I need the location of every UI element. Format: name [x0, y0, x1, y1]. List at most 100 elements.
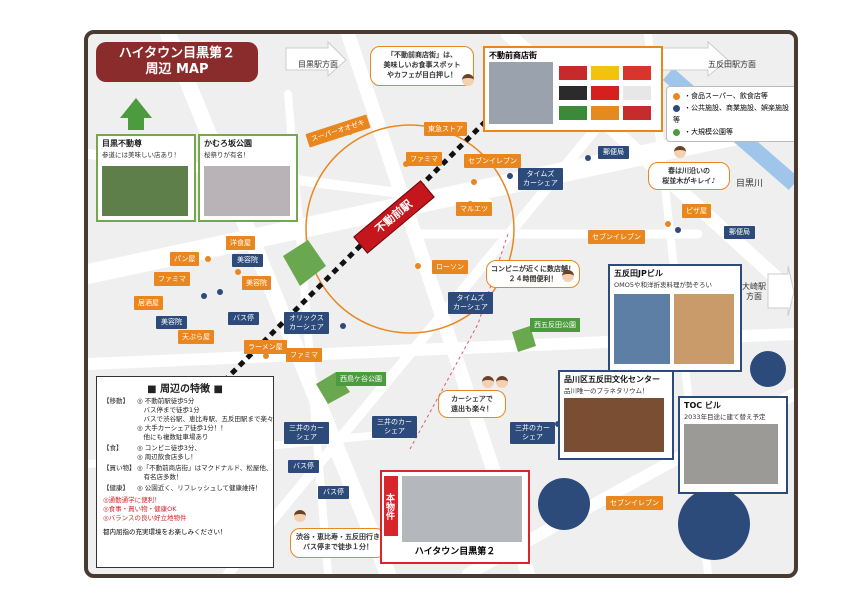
property-photo: [402, 476, 522, 542]
feature-row: 【健康】◎ 公園近く、リフレッシュして健康維持！: [103, 484, 273, 493]
property-name: ハイタウン目黒第２: [414, 547, 496, 557]
feature-row: 【食】 ◎ コンビニ徒歩3分、 ◎ 周辺飲食店多し！: [103, 444, 273, 462]
features-footer: 都内屈指の充実環境をお楽しみください！: [103, 528, 227, 536]
poi-label-facility: 美容院: [232, 254, 263, 267]
card-photo: [614, 294, 670, 364]
park-label: 西鳥ケ谷公園: [336, 372, 386, 386]
features-highlights: ◎通勤通学に便利！ ◎食事・買い物・健康OK ◎バランスの良い好立地物件: [103, 496, 187, 522]
shopping-street-bubble: 「不動前商店街」は、 美味しいお食事スポット やカフェが目白押し！: [370, 46, 474, 86]
shop-logo: [559, 106, 587, 120]
shop-logo: [559, 66, 587, 80]
feature-row: 【移動】 ◎ 不動前駅徒歩5分 バス停まで徒歩1分 バスで渋谷駅、恵比寿駅、五反田…: [103, 397, 274, 442]
poi-label-food: ファミマ: [154, 272, 190, 286]
card-sub: 品川唯一のプラネタリウム！: [564, 387, 649, 395]
title-line2: 周辺 MAP: [145, 62, 209, 77]
poi-label-food: ファミマ: [406, 152, 442, 166]
poi-label-carshare: 三井のカー シェア: [284, 422, 329, 444]
shop-logo: [623, 66, 651, 80]
poi-label-carshare: タイムズ カーシェア: [518, 168, 563, 190]
carshare-bubble: カーシェアで 遠出も楽々！: [438, 390, 506, 418]
feature-value: ◎「不動前商店街」はマクドナルド、松屋他、 有名店多数！: [137, 464, 273, 481]
legend-item: ・食品スーパー、飲食店等: [684, 92, 768, 100]
shop-logo: [623, 86, 651, 100]
poi-label-food: ローソン: [432, 260, 468, 274]
poi-label-carshare: 三井のカー シェア: [510, 422, 555, 444]
poi-label-bus-stop: バス停: [318, 486, 349, 499]
poi-label-post-office: 郵便局: [724, 226, 755, 239]
shop-logo: [559, 86, 587, 100]
bus-bubble: 渋谷・恵比寿・五反田行き バス停まで徒歩１分！: [290, 528, 386, 558]
poi-label-food: セブンイレブン: [464, 154, 521, 168]
card-photo: [564, 398, 664, 452]
legend-item: ・公共施設、商業施設、娯楽施設等: [673, 104, 789, 124]
card-photo: [204, 166, 290, 216]
poi-label-food: セブンイレブン: [606, 496, 663, 510]
direction-osaki: 大崎駅 方面: [742, 282, 766, 301]
map-frame: 不動前駅 ハイタウン目黒第２ 周辺 MAP 目黒駅方面 五反田駅方面 大崎駅 方…: [84, 30, 798, 578]
shopping-street-photo: [489, 62, 553, 124]
card-fudoson: 目黒不動尊 参道には美味しい店あり！: [96, 134, 196, 222]
poi-label-food: ラーメン屋: [244, 340, 287, 354]
card-photo: [684, 424, 778, 484]
person-icon: [462, 74, 474, 86]
poi-label-bus-stop: バス停: [228, 312, 259, 325]
feature-key: 【食】: [103, 444, 123, 452]
meguro-river-label: 目黒川: [736, 179, 764, 189]
shop-logo: [591, 66, 619, 80]
walking-radius-circle: [305, 124, 515, 334]
person-icon: [674, 146, 686, 158]
card-kamurozaka: かむろ坂公園 桜祭りが有名！: [198, 134, 298, 222]
feature-row: 【買い物】◎「不動前商店街」はマクドナルド、松屋他、 有名店多数！: [103, 464, 273, 482]
card-title: 五反田JPビル: [614, 269, 663, 278]
person-icon: [562, 270, 574, 282]
direction-meguro: 目黒駅方面: [298, 60, 338, 69]
feature-value: ◎ コンビニ徒歩3分、 ◎ 周辺飲食店多し！: [137, 444, 201, 461]
feature-key: 【移動】: [103, 397, 129, 405]
shop-logo: [591, 106, 619, 120]
poi-label-food: 東急ストア: [424, 122, 467, 136]
feature-value: ◎ 公園近く、リフレッシュして健康維持！: [137, 484, 262, 492]
features-heading: ■ 周辺の特徴 ■: [147, 384, 223, 395]
park-block: [512, 326, 536, 352]
map-title: ハイタウン目黒第２ 周辺 MAP: [96, 42, 258, 82]
person-icon: [482, 376, 494, 388]
poi-label-food: セブンイレブン: [588, 230, 645, 244]
card-title: TOC ビル: [684, 401, 721, 410]
poi-label-food: 美容院: [242, 276, 271, 290]
shop-logo: [623, 106, 651, 120]
card-gotanda-jp: 五反田JPビル OMO5や和洋折衷料理が勢ぞろい: [608, 264, 742, 372]
railway-line: [214, 117, 490, 391]
poi-label-food: 洋食屋: [226, 236, 255, 250]
person-icon: [496, 376, 508, 388]
poi-label-post-office: 郵便局: [598, 146, 629, 159]
shopping-street-card: 不動前商店街: [483, 46, 663, 132]
card-photo: [102, 166, 188, 216]
park-label: 西五反田公園: [530, 318, 580, 332]
feature-key: 【買い物】: [103, 464, 136, 472]
card-sub: 桜祭りが有名！: [204, 151, 250, 159]
landmark-circle: [678, 488, 750, 560]
card-title: 目黒不動尊: [102, 139, 142, 148]
legend-dot-navy: [673, 104, 680, 112]
poi-label-carshare: タイムズ カーシェア: [448, 292, 493, 314]
park-block: [283, 240, 326, 286]
legend-dot-orange: [673, 92, 680, 100]
person-icon: [294, 510, 306, 522]
card-title: 品川区五反田文化センター: [564, 375, 660, 384]
card-sub: 参道には美味しい店あり！: [102, 151, 180, 159]
sakura-bubble: 春は川沿いの 桜並木がキレイ♪: [648, 162, 730, 190]
poi-label-food: 居酒屋: [134, 296, 163, 310]
legend-dot-green: [673, 128, 680, 136]
shop-logo: [591, 86, 619, 100]
feature-value: ◎ 不動前駅徒歩5分 バス停まで徒歩1分 バスで渋谷駅、恵比寿駅、五反田駅まで楽…: [137, 397, 274, 441]
poi-label-food: ピザ屋: [682, 204, 711, 218]
poi-label-food: パン屋: [170, 252, 200, 266]
card-photo: [674, 294, 734, 364]
features-box: ■ 周辺の特徴 ■ 【移動】 ◎ 不動前駅徒歩5分 バス停まで徒歩1分 バスで渋谷…: [96, 376, 274, 568]
card-sub: 2033年目途に建て替え予定: [684, 413, 766, 421]
poi-label-bus-stop: バス停: [288, 460, 319, 473]
card-title: かむろ坂公園: [204, 139, 252, 148]
poi-label-food: マルエツ: [456, 202, 492, 216]
legend: ・食品スーパー、飲食店等 ・公共施設、商業施設、娯楽施設等 ・大規模公園等: [666, 86, 794, 142]
property-tag: 本物件: [384, 476, 398, 536]
